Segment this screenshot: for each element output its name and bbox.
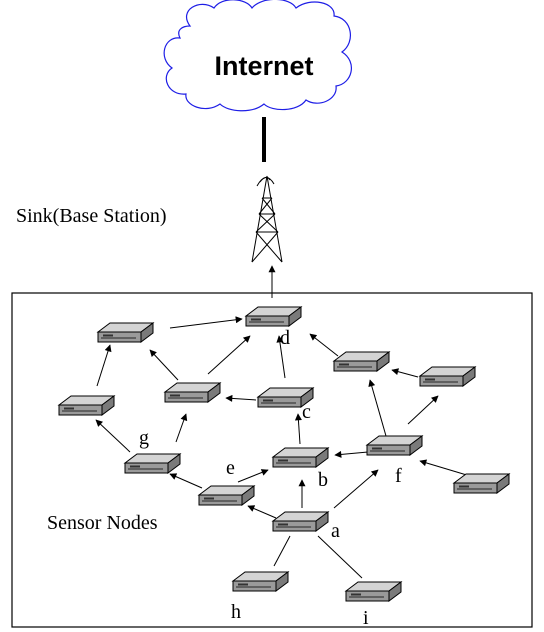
sensor-node-f bbox=[366, 435, 423, 456]
node-label-h: h bbox=[231, 601, 241, 623]
sink-label: Sink(Base Station) bbox=[16, 205, 167, 227]
sink-tower bbox=[251, 175, 283, 263]
sensor-node-g bbox=[124, 453, 181, 474]
sensor-node-right-upper bbox=[333, 351, 390, 372]
sensor-node-d bbox=[245, 306, 302, 327]
arrow-e-to-g bbox=[169, 473, 203, 489]
routing-arrows bbox=[95, 316, 471, 579]
sensor-node-top-left bbox=[97, 322, 154, 343]
sensor-node-right-lower bbox=[453, 473, 510, 494]
arrow-g-to-left bbox=[95, 419, 131, 453]
sensor-node-center-left bbox=[164, 382, 221, 403]
sensor-field-frame bbox=[11, 292, 533, 628]
arrow-f-to-far-right bbox=[407, 395, 439, 425]
sensor-area-label: Sensor Nodes bbox=[47, 512, 158, 534]
link-a-to-h bbox=[273, 535, 291, 567]
sensor-node-i bbox=[345, 581, 402, 602]
arrow-c-to-d bbox=[276, 335, 286, 379]
arrow-g-to-center-left bbox=[175, 413, 188, 443]
arrow-a-to-f bbox=[333, 469, 379, 509]
node-label-f: f bbox=[395, 465, 402, 487]
node-label-a: a bbox=[331, 520, 340, 542]
cloud-label: Internet bbox=[214, 51, 313, 81]
cloud-shape bbox=[163, 0, 352, 112]
sensor-node-b bbox=[272, 447, 329, 468]
link-a-to-i bbox=[317, 535, 363, 579]
sensor-node-e bbox=[198, 485, 255, 506]
node-label-g: g bbox=[139, 427, 149, 449]
arrow-top-left-to-d bbox=[169, 316, 243, 329]
sensor-nodes bbox=[58, 306, 510, 602]
node-label-e: e bbox=[226, 457, 235, 479]
arrow-f-to-b bbox=[334, 450, 369, 458]
arrow-b-to-c bbox=[294, 413, 302, 445]
internet-cloud: Internet bbox=[163, 0, 352, 112]
arrow-far-right-to-right-upper bbox=[391, 368, 419, 378]
sensor-node-far-right bbox=[419, 366, 476, 387]
arrow-center-left-to-top-left bbox=[149, 349, 179, 381]
node-label-i: i bbox=[363, 607, 369, 629]
arrow-center-left-to-d bbox=[207, 335, 251, 375]
sensor-node-left bbox=[58, 395, 115, 416]
arrow-e-to-b bbox=[237, 469, 269, 483]
node-label-b: b bbox=[318, 469, 328, 491]
arrow-f-to-right-upper bbox=[368, 379, 387, 437]
arrow-c-to-center-left bbox=[225, 394, 257, 402]
arrow-right-upper-to-d bbox=[309, 333, 339, 357]
sensor-node-h bbox=[232, 571, 289, 592]
node-label-c: c bbox=[302, 401, 311, 423]
node-label-d: d bbox=[280, 327, 290, 349]
arrow-a-to-e bbox=[247, 505, 277, 519]
arrow-left-to-top-left bbox=[96, 344, 112, 387]
arrow-right-lower-to-f bbox=[419, 459, 471, 477]
sensor-node-a bbox=[272, 511, 329, 532]
